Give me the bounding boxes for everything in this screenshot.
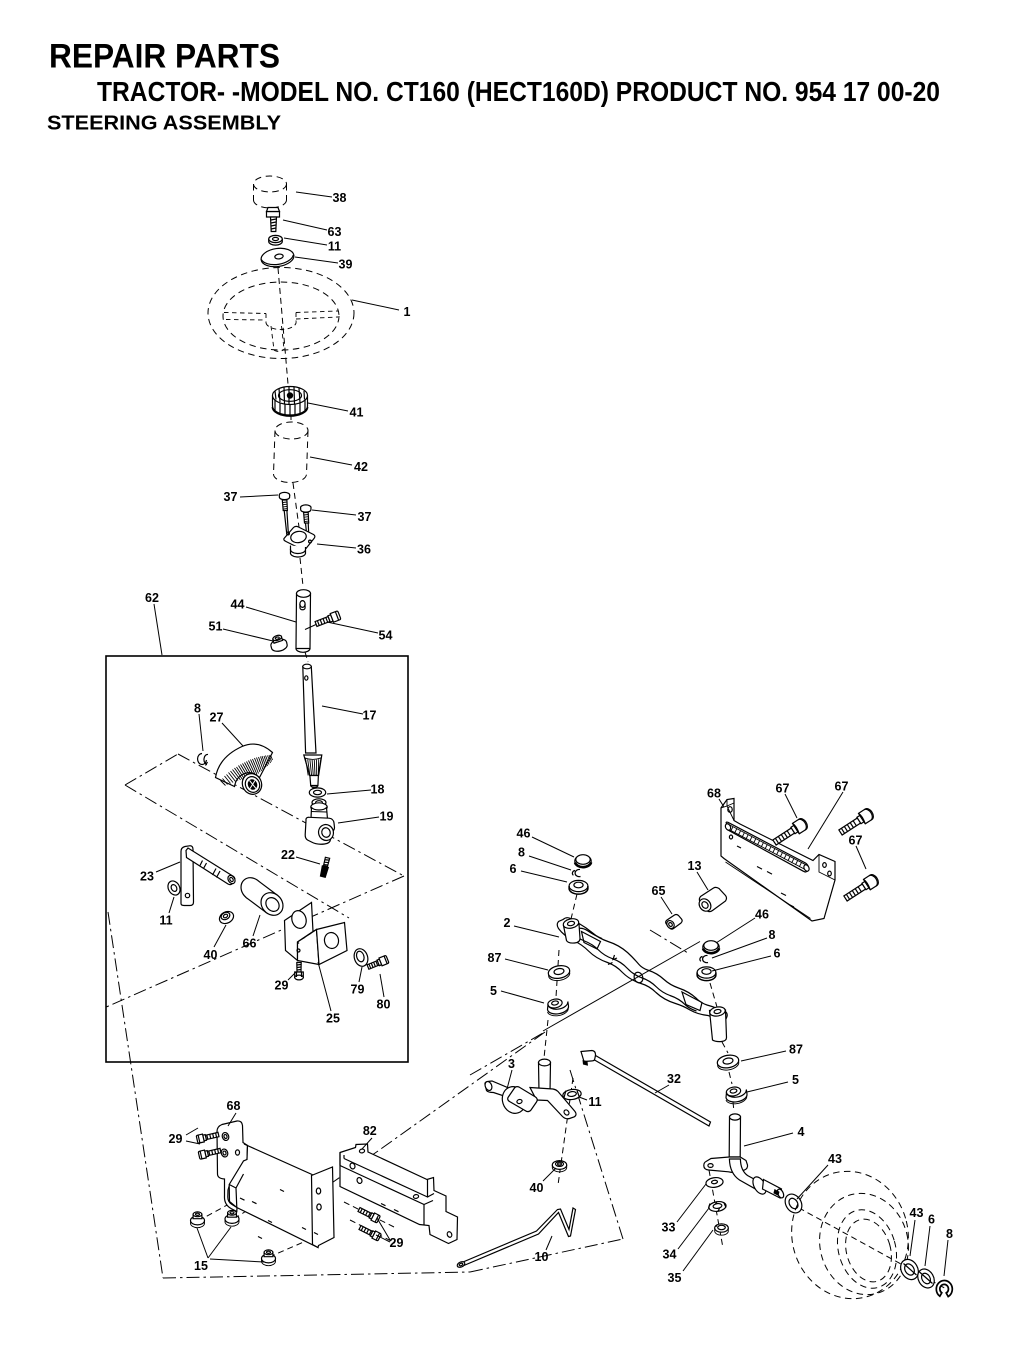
svg-text:44: 44 (231, 598, 245, 612)
svg-text:40: 40 (204, 948, 218, 962)
svg-text:22: 22 (281, 848, 295, 862)
svg-text:10: 10 (535, 1250, 549, 1264)
svg-text:8: 8 (946, 1227, 953, 1241)
svg-text:38: 38 (333, 191, 347, 205)
svg-text:80: 80 (377, 998, 391, 1012)
svg-text:79: 79 (351, 983, 365, 997)
svg-text:15: 15 (194, 1259, 208, 1273)
svg-text:29: 29 (275, 979, 289, 993)
svg-text:8: 8 (194, 702, 201, 716)
svg-text:37: 37 (358, 510, 372, 524)
svg-text:8: 8 (518, 846, 525, 860)
svg-text:39: 39 (339, 258, 353, 272)
svg-text:17: 17 (363, 709, 377, 723)
svg-text:40: 40 (530, 1181, 544, 1195)
svg-text:6: 6 (774, 947, 781, 961)
svg-text:3: 3 (508, 1057, 515, 1071)
svg-text:65: 65 (652, 884, 666, 898)
svg-text:8: 8 (769, 928, 776, 942)
svg-text:67: 67 (776, 782, 790, 796)
svg-text:46: 46 (517, 827, 531, 841)
svg-text:STEERING ASSEMBLY: STEERING ASSEMBLY (47, 112, 281, 135)
svg-text:TRACTOR- -MODEL NO. CT160 (HEC: TRACTOR- -MODEL NO. CT160 (HECT160D) PRO… (97, 76, 940, 107)
svg-text:62: 62 (145, 591, 159, 605)
svg-text:6: 6 (510, 862, 517, 876)
svg-text:25: 25 (326, 1012, 340, 1026)
svg-text:43: 43 (828, 1152, 842, 1166)
svg-text:11: 11 (159, 914, 172, 928)
svg-text:42: 42 (354, 460, 368, 474)
svg-text:43: 43 (910, 1206, 924, 1220)
svg-text:36: 36 (357, 543, 371, 557)
svg-text:6: 6 (928, 1213, 935, 1227)
svg-text:5: 5 (490, 984, 497, 998)
svg-text:68: 68 (227, 1099, 241, 1113)
svg-text:37: 37 (224, 490, 238, 504)
svg-text:27: 27 (210, 711, 224, 725)
svg-text:51: 51 (209, 620, 223, 634)
svg-text:1: 1 (404, 305, 411, 319)
svg-text:41: 41 (350, 406, 364, 420)
svg-text:67: 67 (849, 834, 863, 848)
svg-text:5: 5 (792, 1073, 799, 1087)
svg-text:67: 67 (835, 780, 849, 794)
svg-text:46: 46 (755, 908, 769, 922)
svg-text:33: 33 (662, 1221, 676, 1235)
svg-text:11: 11 (328, 240, 341, 254)
svg-text:2: 2 (504, 916, 511, 930)
svg-text:29: 29 (390, 1236, 404, 1250)
svg-text:13: 13 (688, 859, 702, 873)
svg-text:54: 54 (379, 629, 393, 643)
svg-text:35: 35 (668, 1271, 682, 1285)
svg-text:82: 82 (363, 1124, 377, 1138)
svg-text:4: 4 (798, 1125, 805, 1139)
svg-text:34: 34 (663, 1248, 677, 1262)
svg-text:87: 87 (789, 1043, 803, 1057)
svg-text:66: 66 (243, 937, 257, 951)
svg-text:18: 18 (371, 783, 385, 797)
svg-text:11: 11 (588, 1095, 601, 1109)
svg-text:68: 68 (707, 787, 721, 801)
svg-text:32: 32 (667, 1072, 681, 1086)
svg-text:87: 87 (488, 951, 502, 965)
svg-text:19: 19 (380, 810, 394, 824)
svg-text:63: 63 (328, 225, 342, 239)
svg-text:REPAIR PARTS: REPAIR PARTS (49, 38, 280, 76)
svg-text:23: 23 (140, 870, 154, 884)
svg-text:29: 29 (169, 1132, 183, 1146)
